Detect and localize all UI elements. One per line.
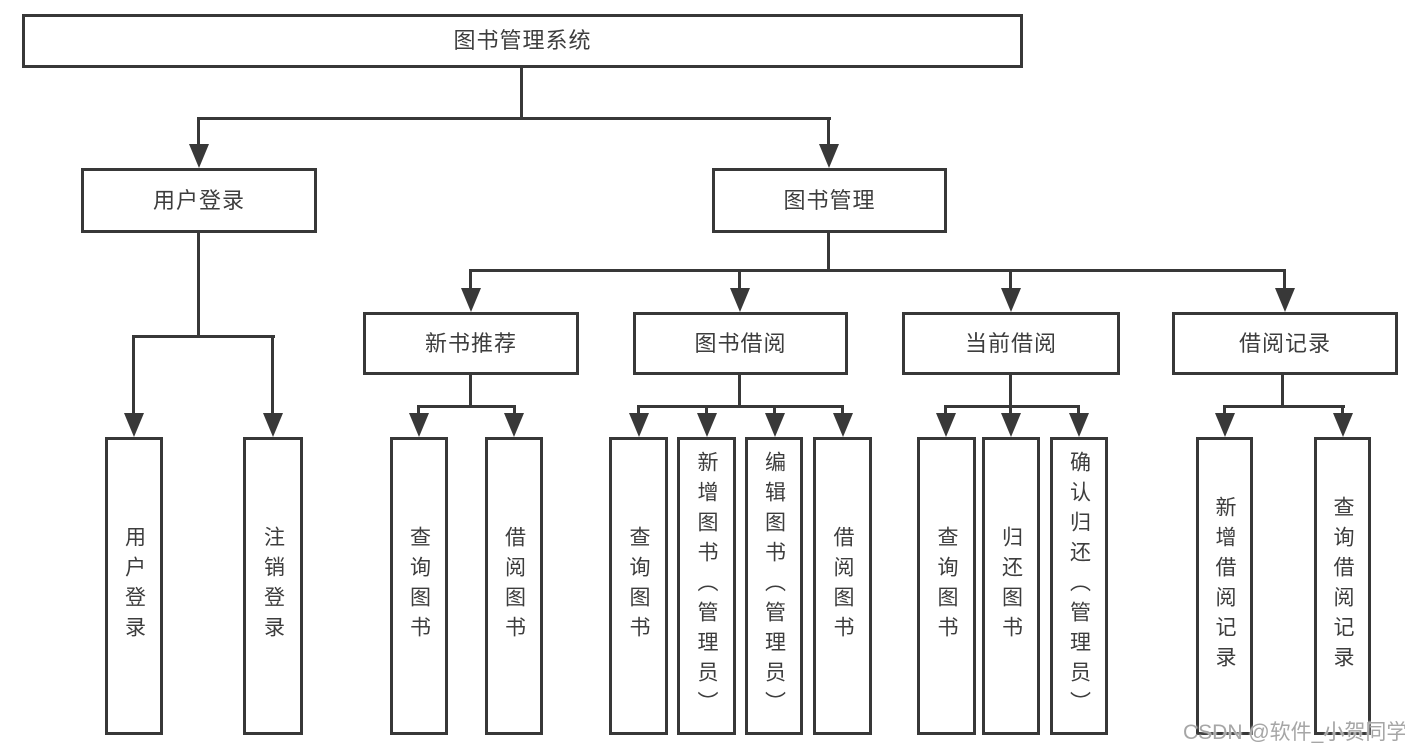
leaf-user-login-label: 用户登录 bbox=[122, 526, 146, 646]
node-current-borrow: 当前借阅 bbox=[902, 312, 1120, 375]
arrowhead-icon bbox=[189, 144, 209, 168]
arrowhead-icon bbox=[124, 413, 144, 437]
leaf-add-borrow-record-label: 新增借阅记录 bbox=[1213, 496, 1236, 676]
arrowhead-icon bbox=[263, 413, 283, 437]
arrowhead-icon bbox=[1275, 288, 1295, 312]
leaf-query-book-3: 查询图书 bbox=[917, 437, 976, 735]
connector-line bbox=[520, 68, 523, 119]
connector-line bbox=[417, 405, 516, 408]
connector-line bbox=[1009, 375, 1012, 407]
leaf-query-book-2-label: 查询图书 bbox=[627, 526, 650, 646]
leaf-query-book-1-label: 查询图书 bbox=[407, 526, 431, 646]
connector-line bbox=[132, 335, 135, 415]
node-borrow-record: 借阅记录 bbox=[1172, 312, 1398, 375]
leaf-confirm-return-admin-label: 确认归还（管理员） bbox=[1067, 451, 1091, 721]
leaf-borrow-book-2: 借阅图书 bbox=[813, 437, 872, 735]
leaf-edit-book-admin: 编辑图书（管理员） bbox=[745, 437, 803, 735]
connector-line bbox=[417, 405, 420, 417]
arrowhead-icon bbox=[697, 413, 717, 437]
connector-line bbox=[1223, 405, 1345, 408]
arrowhead-icon bbox=[1001, 288, 1021, 312]
arrowhead-icon bbox=[936, 413, 956, 437]
arrowhead-icon bbox=[730, 288, 750, 312]
leaf-query-borrow-record: 查询借阅记录 bbox=[1314, 437, 1371, 735]
leaf-logout: 注销登录 bbox=[243, 437, 303, 735]
watermark: CSDN @软件_小贺同学 bbox=[1183, 721, 1405, 744]
connector-line bbox=[705, 405, 708, 417]
leaf-query-book-1: 查询图书 bbox=[390, 437, 448, 735]
arrowhead-icon bbox=[819, 144, 839, 168]
arrowhead-icon bbox=[1001, 413, 1021, 437]
leaf-borrow-book-1-label: 借阅图书 bbox=[502, 526, 526, 646]
connector-line bbox=[197, 233, 200, 337]
arrowhead-icon bbox=[1333, 413, 1353, 437]
node-user-login-label: 用户登录 bbox=[152, 187, 245, 213]
connector-line bbox=[469, 375, 472, 407]
connector-line bbox=[827, 233, 830, 272]
leaf-user-login: 用户登录 bbox=[105, 437, 163, 735]
node-book-borrow-label: 图书借阅 bbox=[694, 330, 787, 356]
node-borrow-record-label: 借阅记录 bbox=[1238, 330, 1331, 356]
connector-line bbox=[513, 405, 516, 417]
arrowhead-icon bbox=[1069, 413, 1089, 437]
connector-line bbox=[827, 117, 830, 147]
connector-line bbox=[1009, 269, 1012, 291]
leaf-add-borrow-record: 新增借阅记录 bbox=[1196, 437, 1253, 735]
node-user-login: 用户登录 bbox=[81, 168, 317, 233]
connector-line bbox=[469, 269, 1286, 272]
connector-line bbox=[1341, 405, 1344, 417]
arrowhead-icon bbox=[833, 413, 853, 437]
connector-line bbox=[1077, 405, 1080, 417]
leaf-return-book-label: 归还图书 bbox=[999, 526, 1023, 646]
connector-line bbox=[1009, 405, 1012, 417]
connector-line bbox=[1281, 375, 1284, 407]
connector-line bbox=[841, 405, 844, 417]
arrowhead-icon bbox=[461, 288, 481, 312]
arrowhead-icon bbox=[765, 413, 785, 437]
node-root: 图书管理系统 bbox=[22, 14, 1023, 68]
connector-line bbox=[1223, 405, 1226, 417]
connector-line bbox=[738, 269, 741, 291]
arrowhead-icon bbox=[409, 413, 429, 437]
connector-line bbox=[1283, 269, 1286, 291]
connector-line bbox=[271, 335, 274, 415]
arrowhead-icon bbox=[1215, 413, 1235, 437]
connector-line bbox=[773, 405, 776, 417]
leaf-logout-label: 注销登录 bbox=[261, 526, 285, 646]
node-new-book-recommend: 新书推荐 bbox=[363, 312, 579, 375]
node-root-label: 图书管理系统 bbox=[453, 28, 592, 53]
connector-line bbox=[944, 405, 1080, 408]
leaf-confirm-return-admin: 确认归还（管理员） bbox=[1050, 437, 1108, 735]
leaf-add-book-admin: 新增图书（管理员） bbox=[677, 437, 736, 735]
connector-line bbox=[944, 405, 947, 417]
leaf-return-book: 归还图书 bbox=[982, 437, 1040, 735]
node-book-borrow: 图书借阅 bbox=[633, 312, 848, 375]
connector-line bbox=[637, 405, 640, 417]
arrowhead-icon bbox=[504, 413, 524, 437]
connector-line bbox=[738, 375, 741, 407]
leaf-borrow-book-1: 借阅图书 bbox=[485, 437, 543, 735]
connector-line bbox=[637, 405, 844, 408]
connector-line bbox=[469, 269, 472, 291]
connector-line bbox=[132, 335, 275, 338]
leaf-borrow-book-2-label: 借阅图书 bbox=[831, 526, 854, 646]
node-current-borrow-label: 当前借阅 bbox=[964, 330, 1057, 356]
connector-line bbox=[198, 117, 831, 120]
leaf-query-book-3-label: 查询图书 bbox=[935, 526, 958, 646]
node-new-book-recommend-label: 新书推荐 bbox=[424, 330, 517, 356]
arrowhead-icon bbox=[629, 413, 649, 437]
leaf-query-borrow-record-label: 查询借阅记录 bbox=[1331, 496, 1354, 676]
connector-line bbox=[197, 117, 200, 147]
leaf-query-book-2: 查询图书 bbox=[609, 437, 668, 735]
leaf-edit-book-admin-label: 编辑图书（管理员） bbox=[762, 451, 786, 721]
node-book-management: 图书管理 bbox=[712, 168, 947, 233]
leaf-add-book-admin-label: 新增图书（管理员） bbox=[695, 451, 718, 721]
node-book-management-label: 图书管理 bbox=[783, 187, 876, 213]
